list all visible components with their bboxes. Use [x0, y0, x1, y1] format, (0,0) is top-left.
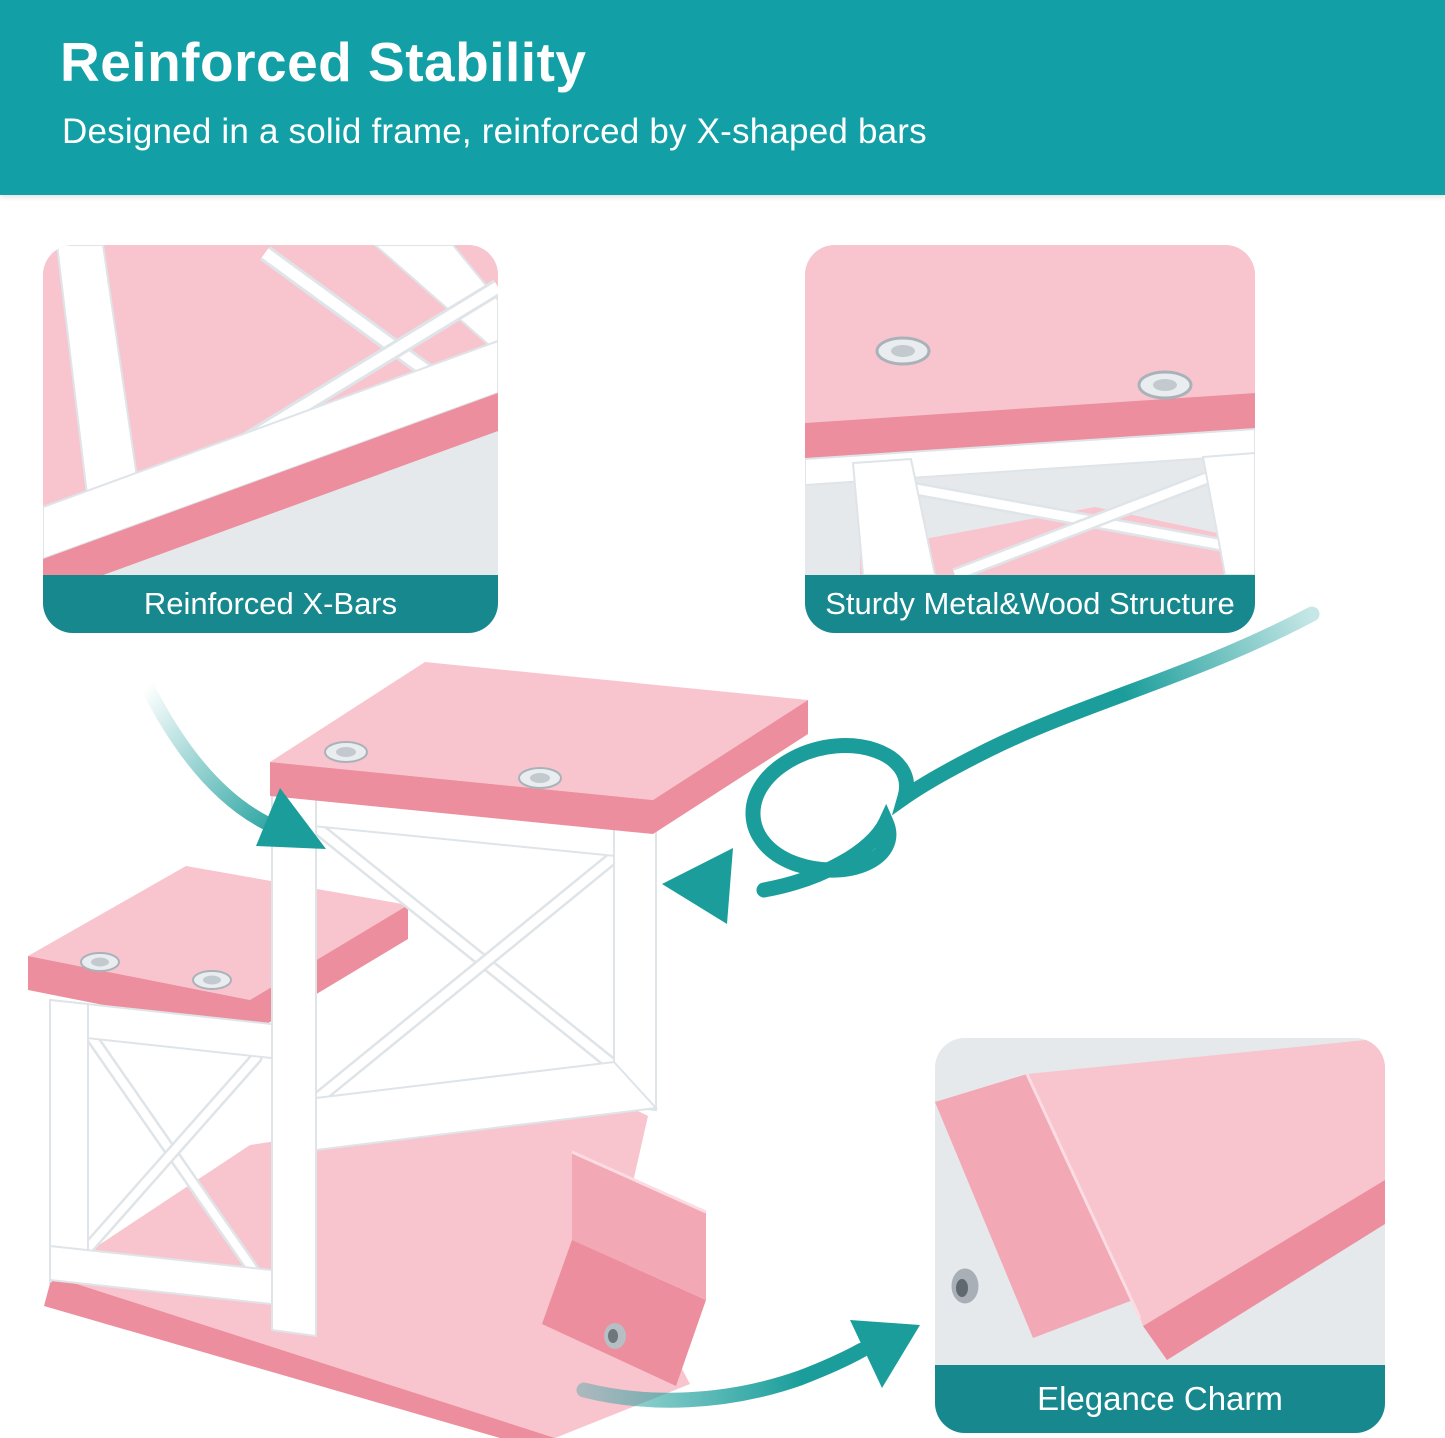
caption-bar: Elegance Charm: [935, 1365, 1385, 1433]
callout-card-elegance: Elegance Charm: [935, 1038, 1385, 1433]
elegance-photo: [935, 1038, 1385, 1365]
caption-bar: Sturdy Metal&Wood Structure: [805, 575, 1255, 633]
page-subtitle: Designed in a solid frame, reinforced by…: [62, 112, 927, 151]
screw-icon: [80, 952, 232, 990]
screw-icon: [604, 1323, 626, 1349]
screw-icon: [948, 1265, 982, 1307]
callout-card-x-bars: Reinforced X-Bars: [43, 245, 498, 633]
structure-photo: [805, 245, 1255, 575]
caption-label: Reinforced X-Bars: [143, 586, 398, 621]
caption-label: Sturdy Metal&Wood Structure: [825, 586, 1235, 621]
screw-icon: [875, 336, 1193, 400]
lower-x-frame: [49, 998, 291, 1308]
x-bars-photo: [43, 245, 498, 575]
screw-icon: [324, 741, 562, 789]
header-banner: Reinforced Stability Designed in a solid…: [0, 0, 1445, 195]
upper-shelf-board: [270, 662, 808, 834]
page-title: Reinforced Stability: [60, 31, 587, 93]
callout-card-structure: Sturdy Metal&Wood Structure: [805, 245, 1255, 633]
curved-arrow-down-icon: [141, 681, 326, 849]
upper-x-frame: [271, 786, 659, 1338]
caption-bar: Reinforced X-Bars: [43, 575, 498, 633]
curved-arrow-up-icon: [576, 1320, 920, 1408]
loop-arrow-icon: [662, 606, 1320, 924]
bottom-tray-board: [44, 1092, 707, 1438]
caption-label: Elegance Charm: [1037, 1380, 1283, 1417]
